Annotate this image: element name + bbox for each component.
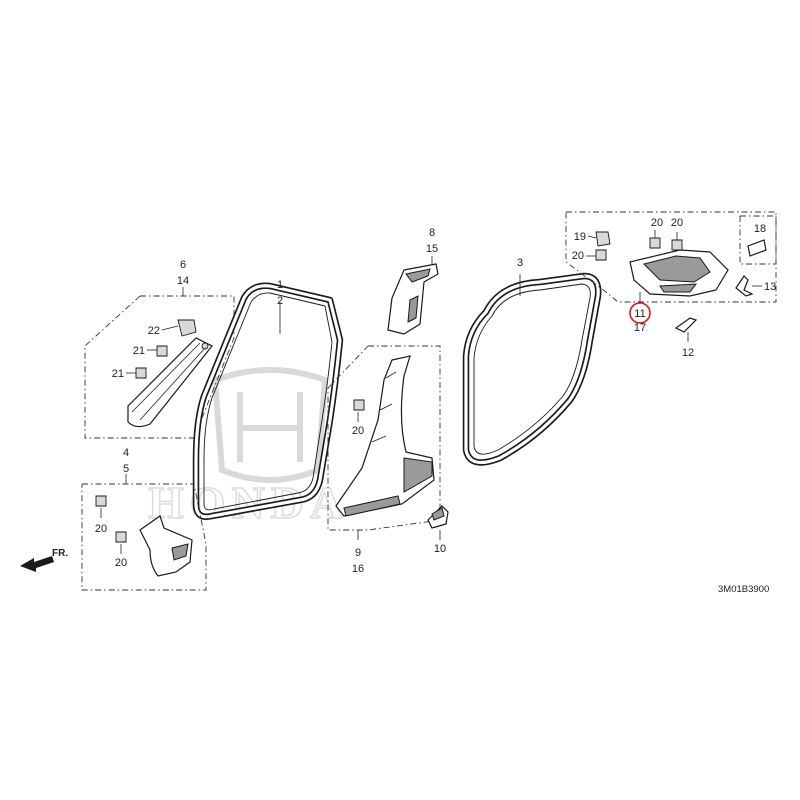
group-rear-seal: 3	[462, 257, 602, 466]
callout-8: 8	[429, 227, 435, 239]
callout-21-a: 21	[133, 345, 145, 357]
callout-5: 5	[123, 463, 129, 475]
figure-code: 3M01B3900	[718, 584, 769, 595]
group-b-pillar-lower: 20 9 16	[327, 345, 441, 575]
clip-20a-part	[95, 495, 107, 507]
group-c-pillar-lower: 19 20 20 20 18 13 11 17	[565, 211, 777, 334]
callout-14: 14	[177, 275, 189, 287]
callout-20-b: 20	[115, 557, 127, 569]
callout-9: 9	[355, 547, 361, 559]
callout-20-c: 20	[572, 250, 584, 262]
group-part-10: 10	[427, 505, 449, 555]
honda-watermark: HONDA	[147, 367, 349, 529]
front-direction-indicator: FR.	[20, 548, 68, 572]
callout-15: 15	[426, 243, 438, 255]
callout-16: 16	[352, 563, 364, 575]
clip-22-part	[177, 319, 197, 337]
highlight-circle-11	[629, 302, 651, 324]
rear-door-seal-part	[462, 272, 602, 466]
group-box-6-14	[84, 295, 235, 439]
group-b-pillar-upper: 8 15	[387, 227, 439, 335]
callout-6: 6	[180, 259, 186, 271]
kick-panel-part	[139, 515, 193, 577]
callout-10: 10	[434, 543, 446, 555]
a-pillar-trim-part	[127, 337, 213, 428]
callout-20-d: 20	[352, 425, 364, 437]
callout-4: 4	[123, 447, 129, 459]
callout-21-b: 21	[112, 368, 124, 380]
callout-12: 12	[682, 347, 694, 359]
callout-18: 18	[754, 223, 766, 235]
clip-19-part	[595, 231, 611, 247]
clip-20e-part	[649, 237, 661, 249]
callout-20-e: 20	[651, 217, 663, 229]
callout-1: 1	[277, 279, 283, 291]
group-a-pillar-trim: 6 14 22 21 21	[84, 259, 235, 439]
callout-17: 17	[634, 322, 646, 334]
clip-20f-part	[671, 239, 683, 251]
group-box-9-16	[327, 345, 441, 531]
group-box-18	[739, 215, 777, 265]
callout-22: 22	[148, 325, 160, 337]
clip-12-part	[674, 317, 698, 333]
callout-11: 11	[634, 308, 645, 320]
callout-19: 19	[574, 231, 586, 243]
clip-20b-part	[115, 531, 127, 543]
watermark-text: HONDA	[148, 477, 349, 528]
clip-13-part	[735, 275, 754, 297]
clip-20c-part	[595, 249, 607, 261]
group-part-12: 12	[674, 317, 698, 359]
clip-21b-part	[135, 367, 147, 379]
callout-20-a: 20	[95, 523, 107, 535]
group-front-seal: 1 2	[192, 279, 344, 520]
front-arrow-icon	[20, 556, 54, 572]
group-kick-panel: 4 5 20 20	[81, 447, 207, 591]
callout-20-f: 20	[671, 217, 683, 229]
fastener-18-part	[747, 239, 767, 257]
callout-3: 3	[517, 257, 523, 269]
group-box-4-5	[81, 483, 207, 591]
front-direction-label: FR.	[52, 548, 68, 559]
clip-20d-part	[353, 399, 365, 411]
clip-21a-part	[156, 345, 168, 357]
callout-13: 13	[764, 281, 776, 293]
callout-2: 2	[277, 295, 283, 307]
